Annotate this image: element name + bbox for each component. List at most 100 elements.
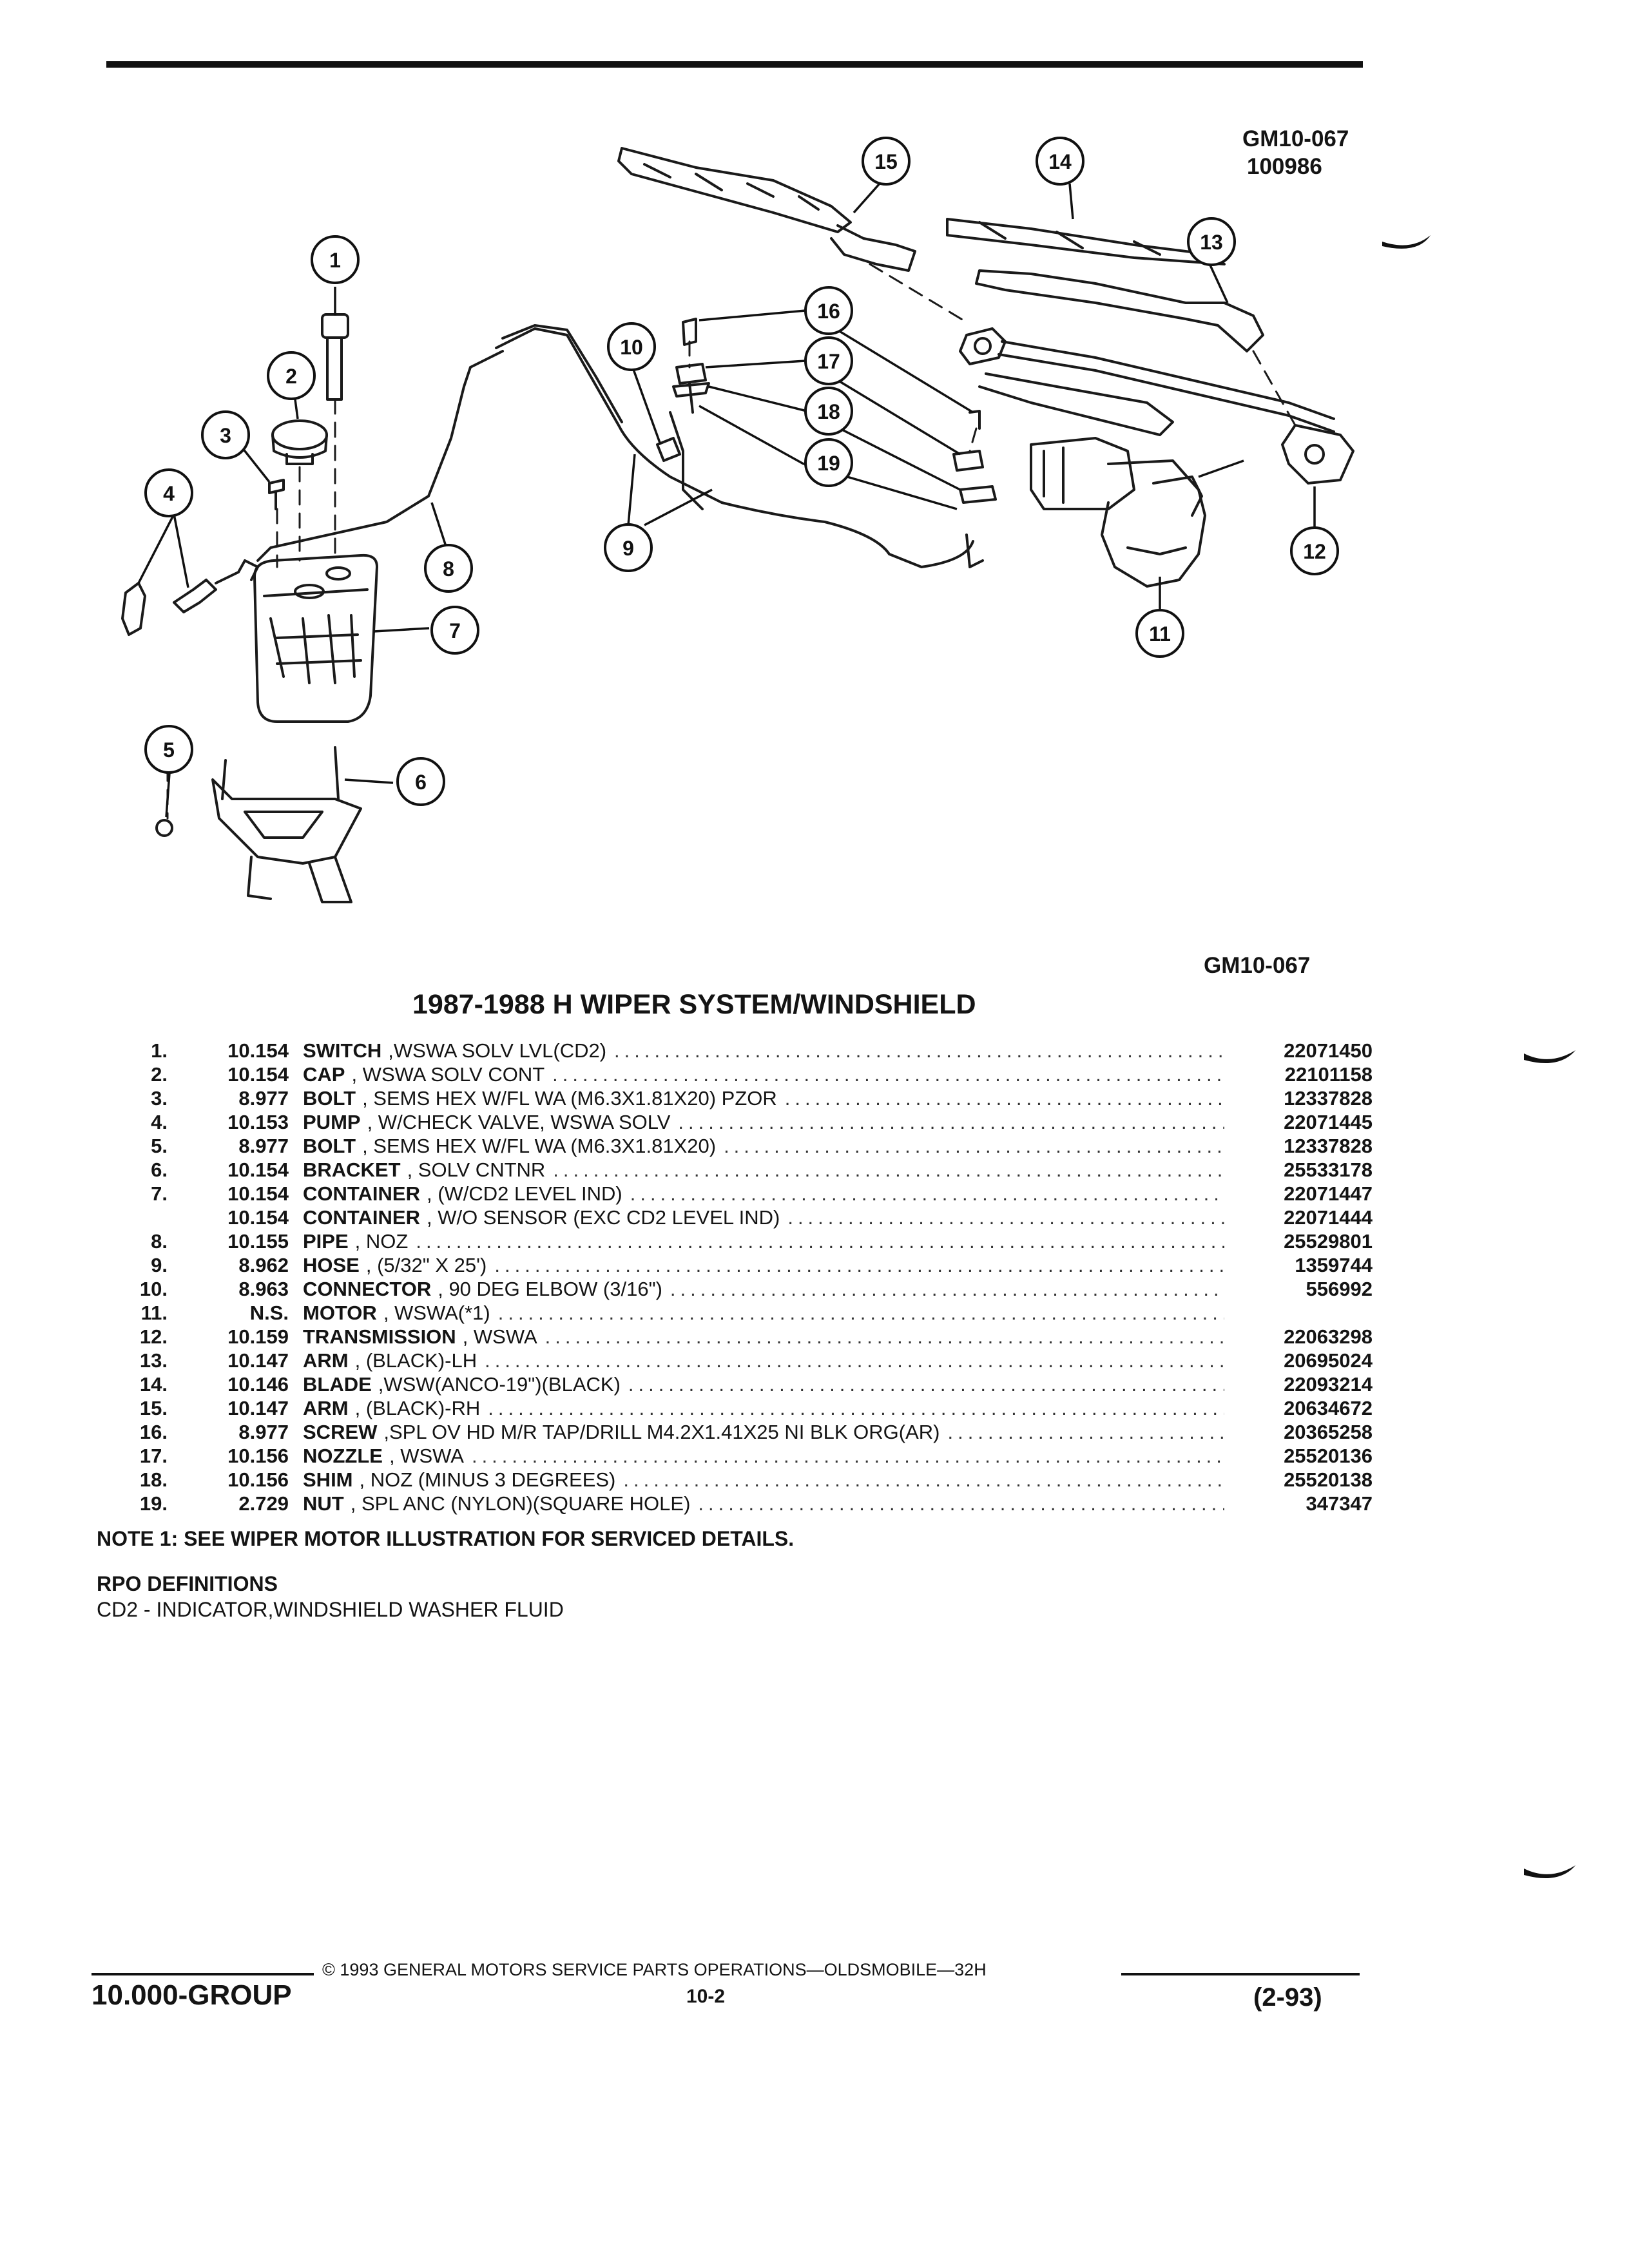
item-number: 12. bbox=[139, 1325, 168, 1348]
part-detail: , (5/32" X 25') bbox=[365, 1254, 487, 1276]
item-number: 8. bbox=[151, 1230, 168, 1253]
part-detail: , (BLACK)-RH bbox=[354, 1397, 481, 1419]
part-number: 347347 bbox=[1306, 1492, 1373, 1515]
part-detail: , WSWA(*1) bbox=[383, 1302, 490, 1324]
level-switch bbox=[321, 313, 349, 401]
part-detail: , (BLACK)-LH bbox=[354, 1349, 477, 1372]
callout-label: 9 bbox=[622, 537, 634, 560]
callout-13 bbox=[1187, 217, 1236, 266]
callout-14 bbox=[1036, 137, 1084, 186]
part-name: BOLT bbox=[303, 1087, 356, 1110]
callout-1 bbox=[311, 235, 360, 284]
callout-label: 10 bbox=[620, 336, 643, 359]
part-number: 22093214 bbox=[1284, 1373, 1373, 1396]
part-number: 20634672 bbox=[1284, 1397, 1373, 1419]
part-number: 20365258 bbox=[1284, 1421, 1373, 1443]
alignment-lines bbox=[166, 263, 1296, 820]
part-number: 22071444 bbox=[1284, 1206, 1373, 1229]
part-name: TRANSMISSION bbox=[303, 1325, 456, 1348]
diagram-caption-ref: GM10-067 bbox=[1204, 953, 1311, 978]
callout-label: 14 bbox=[1048, 150, 1072, 173]
wiper-rh-arm-blade bbox=[617, 147, 916, 272]
callout-label: 18 bbox=[817, 400, 840, 423]
footer-rule-left bbox=[92, 1973, 314, 1975]
callout-5 bbox=[144, 725, 193, 774]
part-number: 22071450 bbox=[1284, 1039, 1373, 1062]
item-number: 7. bbox=[151, 1182, 168, 1205]
callout-label: 1 bbox=[329, 249, 341, 272]
washer-pump bbox=[121, 559, 259, 636]
part-number: 22063298 bbox=[1284, 1325, 1373, 1348]
group-number: 10.147 bbox=[227, 1397, 289, 1419]
leader-dots: ........................................… bbox=[623, 1468, 1224, 1491]
part-detail: , NOZ bbox=[354, 1230, 409, 1253]
part-detail: , (W/CD2 LEVEL IND) bbox=[426, 1182, 622, 1205]
wiper-lh-arm-blade bbox=[946, 218, 1264, 352]
group-number: 10.153 bbox=[227, 1111, 289, 1133]
description: ARM, (BLACK)-RH.........................… bbox=[303, 1396, 1224, 1420]
part-number: 22071445 bbox=[1284, 1111, 1373, 1133]
group-number: 10.154 bbox=[227, 1182, 289, 1205]
part-detail: , NOZ (MINUS 3 DEGREES) bbox=[359, 1468, 616, 1491]
leader-dots: ........................................… bbox=[670, 1278, 1224, 1300]
group-number: 10.159 bbox=[227, 1325, 289, 1348]
part-name: ARM bbox=[303, 1397, 349, 1419]
leader-dots: ........................................… bbox=[630, 1182, 1224, 1205]
part-detail: ,SPL OV HD M/R TAP/DRILL M4.2X1.41X25 NI… bbox=[383, 1421, 940, 1443]
margin-mark bbox=[1524, 1050, 1576, 1063]
group-number: 2.729 bbox=[238, 1492, 289, 1515]
description: BRACKET, SOLV CNTNR.....................… bbox=[303, 1158, 1224, 1182]
description: BOLT, SEMS HEX W/FL WA (M6.3X1.81X20)...… bbox=[303, 1134, 1224, 1158]
callout-7 bbox=[430, 606, 479, 655]
callout-8 bbox=[424, 544, 473, 593]
page-number: 10-2 bbox=[686, 1986, 726, 2007]
parts-row: 11.N.S.MOTOR, WSWA(*1)..................… bbox=[97, 1301, 1373, 1325]
leader-dots: ........................................… bbox=[497, 1302, 1224, 1324]
callout-3 bbox=[201, 410, 250, 459]
callout-label: 4 bbox=[163, 482, 175, 505]
part-detail: ,WSWA SOLV LVL(CD2) bbox=[388, 1039, 607, 1062]
leader-dots: ........................................… bbox=[628, 1373, 1224, 1396]
group-number: N.S. bbox=[249, 1302, 289, 1324]
callout-16 bbox=[804, 286, 853, 335]
part-detail: , SOLV CNTNR bbox=[407, 1158, 546, 1181]
leader-dots: ........................................… bbox=[552, 1063, 1224, 1086]
group-number: 10.154 bbox=[227, 1206, 289, 1229]
part-name: PUMP bbox=[303, 1111, 361, 1133]
callout-label: 8 bbox=[443, 557, 454, 581]
part-name: HOSE bbox=[303, 1254, 360, 1276]
item-number: 10. bbox=[139, 1278, 168, 1300]
item-number: 15. bbox=[139, 1397, 168, 1419]
leader-dots: ........................................… bbox=[488, 1397, 1224, 1419]
bolt bbox=[268, 479, 285, 510]
description: CONNECTOR, 90 DEG ELBOW (3/16").........… bbox=[303, 1277, 1224, 1301]
footer-date: (2-93) bbox=[1253, 1983, 1322, 2012]
item-number: 14. bbox=[139, 1373, 168, 1396]
callout-label: 6 bbox=[415, 771, 427, 794]
wiper-transmission bbox=[959, 327, 1354, 485]
group-number: 8.962 bbox=[238, 1254, 289, 1276]
part-name: SCREW bbox=[303, 1421, 378, 1443]
footer-rule-right bbox=[1121, 1973, 1360, 1975]
part-name: SWITCH bbox=[303, 1039, 382, 1062]
nozzle-pipe bbox=[256, 366, 472, 562]
leader-dots: ........................................… bbox=[545, 1325, 1224, 1348]
item-number: 19. bbox=[139, 1492, 168, 1515]
group-number: 10.154 bbox=[227, 1039, 289, 1062]
callout-label: 16 bbox=[817, 300, 840, 323]
leader-dots: ........................................… bbox=[614, 1039, 1224, 1062]
group-number: 10.154 bbox=[227, 1063, 289, 1086]
item-number: 5. bbox=[151, 1135, 168, 1157]
description: SWITCH ,WSWA SOLV LVL(CD2)...............… bbox=[303, 1039, 1224, 1062]
callout-label: 17 bbox=[817, 350, 840, 373]
callout-10 bbox=[607, 322, 656, 371]
leader-dots: ........................................… bbox=[784, 1087, 1224, 1110]
item-number: 4. bbox=[151, 1111, 168, 1133]
